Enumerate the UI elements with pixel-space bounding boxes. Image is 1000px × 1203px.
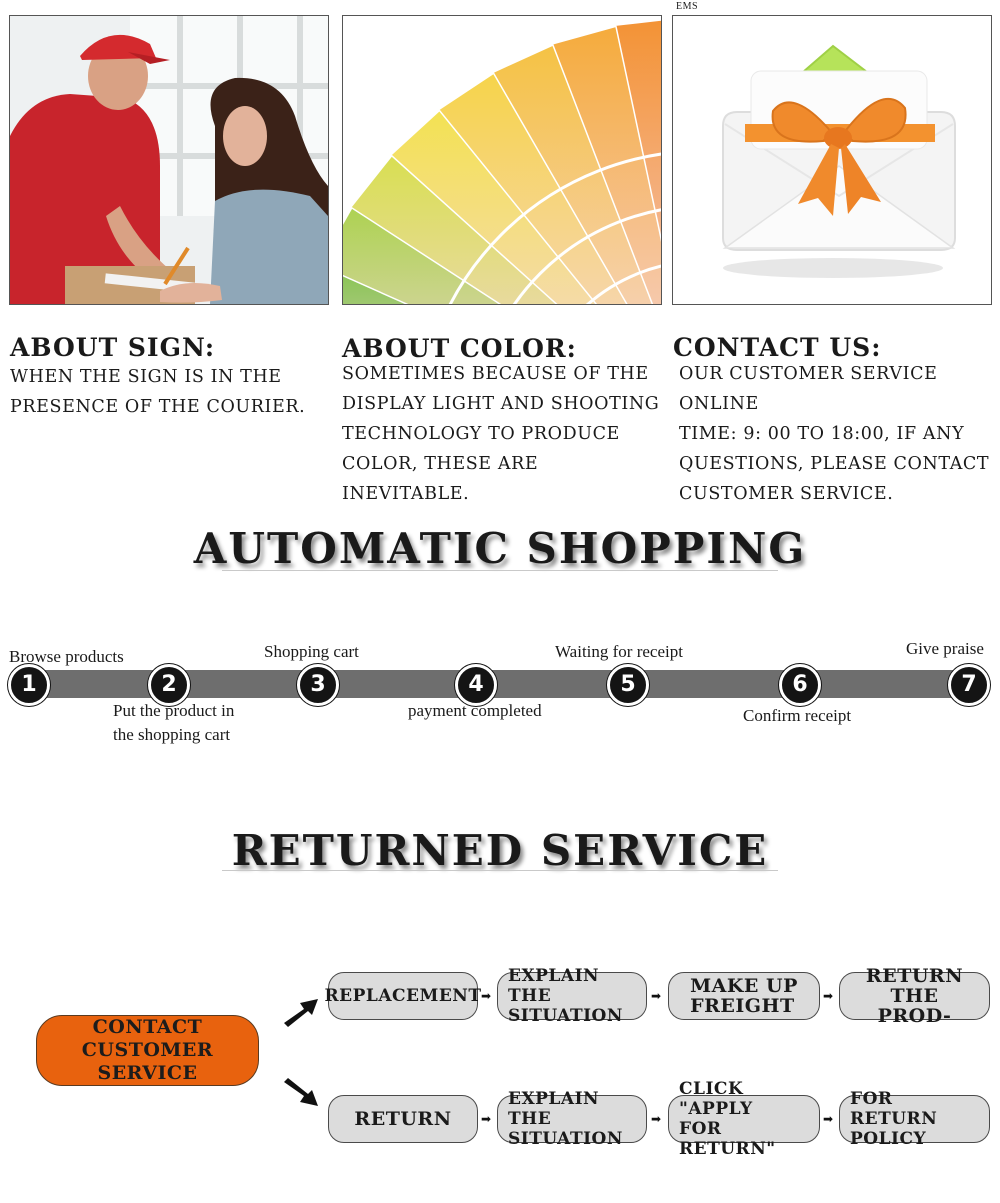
about-sign-line: PRESENCE OF THE COURIER. [10,397,306,417]
returned-service-title: RETURNED SERVICE [231,826,769,875]
contact-us-line: OUR CUSTOMER SERVICE ONLINE [679,364,938,414]
flow-step-text: POLICY [850,1129,927,1149]
step-4-marker: 4 [455,664,497,706]
ems-label: EMS [676,1,699,12]
about-sign-line: WHEN THE SIGN IS IN THE [10,367,282,387]
flow-step-text: EXPLAIN THE [508,1089,600,1129]
step-6-label: Confirm receipt [743,706,852,725]
about-color-line: TECHNOLOGY TO PRODUCE [342,424,620,444]
flow-step-text: REPLACEMENT [324,986,482,1006]
contact-us-line: TIME: 9: 00 TO 18:00, IF ANY [679,424,965,444]
contact-us-line: CUSTOMER SERVICE. [679,484,894,504]
arrow-up-right-icon [284,999,318,1027]
flow-step-text: SITUATION [508,1129,623,1149]
flow-step-text: SITUATION [508,1006,623,1026]
flow-step-text: RETURN [865,965,964,987]
step-3-marker: 3 [297,664,339,706]
flow-step-text: CLICK "APPLY [679,1079,753,1119]
contact-us-line: QUESTIONS, PLEASE CONTACT [679,454,990,474]
contact-line: CONTACT [92,1016,203,1038]
color-swatch-card [614,19,661,243]
about-color-line: SOMETIMES BECAUSE OF THE [342,364,649,384]
about-color-heading: ABOUT COLOR: [342,334,577,363]
flow-step-text: EXPLAIN THE [508,966,600,1006]
step-4-label: payment completed [408,701,542,720]
flow-step-text: FOR RETURN" [679,1119,776,1159]
arrow-down-right-icon [284,1078,318,1106]
step-5-label: Waiting for receipt [555,642,683,661]
about-sign-heading: ABOUT SIGN: [10,333,216,362]
about-color-line: COLOR, THESE ARE INEVITABLE. [342,454,539,504]
step-1-marker: 1 [8,664,50,706]
step-2-label-line: Put the product in [113,701,235,720]
step-2-label: Put the product in the shopping cart [113,699,234,747]
step-6-marker: 6 [779,664,821,706]
arrow-right-icon: ➡ [481,989,492,1003]
step-1-label: Browse products [9,647,124,666]
about-sign-block: ABOUT SIGN: WHEN THE SIGN IS IN THE PRES… [10,333,330,422]
flow-step-text: RETURN [354,1108,452,1130]
step-5-marker: 5 [607,664,649,706]
contact-line: CUSTOMER SERVICE [81,1039,214,1084]
section-divider [222,870,778,871]
about-color-block: ABOUT COLOR: SOMETIMES BECAUSE OF THE DI… [342,334,662,509]
color-swatch-card [343,259,435,304]
about-color-line: DISPLAY LIGHT AND SHOOTING [342,394,660,414]
step-2-marker: 2 [148,664,190,706]
contact-customer-service-box: CONTACT CUSTOMER SERVICE [36,1015,259,1086]
arrow-right-icon: ➡ [481,1112,492,1126]
return-step: RETURN [328,1095,478,1143]
flow-step-text: MAKE UP [690,975,798,997]
arrow-right-icon: ➡ [651,989,662,1003]
courier-signing-photo [9,15,329,305]
section-divider [222,570,778,571]
color-swatch-fan-photo [342,15,662,305]
step-7-label: Give praise [906,639,984,658]
gift-envelope-photo [672,15,992,305]
envelope-icon [673,16,991,304]
step-7-marker: 7 [948,664,990,706]
arrow-right-icon: ➡ [651,1112,662,1126]
color-fan-illustration [343,16,661,304]
step-2-label-line: the shopping cart [113,725,231,744]
flow-step-text: FREIGHT [690,995,795,1017]
about-sign-text: WHEN THE SIGN IS IN THE PRESENCE OF THE … [10,362,330,422]
about-color-text: SOMETIMES BECAUSE OF THE DISPLAY LIGHT A… [342,359,662,509]
contact-us-heading: CONTACT US: [673,333,882,362]
flow-step-text: THE PROD- [877,985,952,1027]
automatic-shopping-title: AUTOMATIC SHOPPING [193,524,807,573]
arrow-right-icon: ➡ [823,1112,834,1126]
arrow-right-icon: ➡ [823,989,834,1003]
flow-step-text: FOR RETURN [850,1089,938,1129]
courier-illustration [10,16,328,304]
replacement-step: REPLACEMENT [325,972,481,1020]
contact-us-text: OUR CUSTOMER SERVICE ONLINE TIME: 9: 00 … [673,359,998,509]
step-3-label: Shopping cart [264,642,359,661]
contact-us-block: CONTACT US: OUR CUSTOMER SERVICE ONLINE … [673,333,998,509]
